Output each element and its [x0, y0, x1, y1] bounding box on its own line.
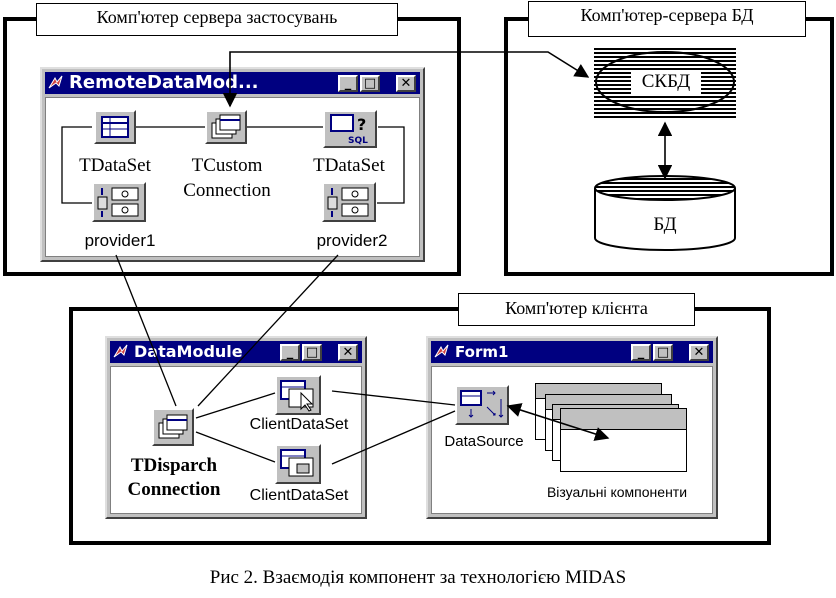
client-dataset-component-2[interactable]: [275, 444, 321, 484]
connection-stack-icon: [211, 114, 241, 139]
minimize-button[interactable]: _: [280, 344, 300, 361]
dbms-label: СКБД: [631, 70, 701, 94]
maximize-button[interactable]: □: [653, 344, 673, 361]
db-label: БД: [653, 214, 677, 235]
provider2-label: provider2: [316, 231, 388, 250]
datasource-label: DataSource: [444, 433, 524, 450]
client-dataset-icon: [280, 449, 314, 477]
svg-text:?: ?: [357, 115, 366, 134]
database-cylinder-icon: [594, 175, 736, 251]
tdataset-label-1: TDataSet: [79, 155, 151, 176]
svg-text:SQL: SQL: [348, 136, 368, 146]
tdispatch-connection-component[interactable]: [152, 408, 194, 446]
datasource-component[interactable]: [455, 385, 509, 425]
dataset-grid-icon: [101, 116, 129, 138]
provider1-component[interactable]: [92, 182, 146, 222]
remote-module-title: RemoteDataMod...: [69, 72, 259, 93]
tdataset-component-1[interactable]: [94, 110, 136, 144]
provider-icon: [97, 187, 139, 217]
delphi-app-icon: [113, 344, 128, 358]
data-module-titlebar[interactable]: DataModule _ □ ✕: [110, 341, 362, 363]
app-server-label: Комп'ютер сервера застосувань: [36, 3, 398, 36]
client-dataset-label-2: ClientDataSet: [249, 487, 349, 504]
figure-caption: Рис 2. Взаємодія компонент за технологіє…: [209, 567, 627, 588]
provider2-component[interactable]: [322, 182, 376, 222]
delphi-app-icon: [434, 344, 449, 358]
close-button[interactable]: ✕: [338, 344, 358, 361]
client-dataset-label-1: ClientDataSet: [249, 416, 349, 433]
minimize-button[interactable]: _: [631, 344, 651, 361]
tcustom-label: TCustom: [191, 155, 263, 176]
form1-titlebar[interactable]: Form1 _ □ ✕: [431, 341, 713, 363]
client-dataset-component-1[interactable]: [275, 375, 321, 415]
data-module-title: DataModule: [134, 342, 243, 361]
close-button[interactable]: ✕: [689, 344, 709, 361]
connection-stack-icon: [158, 414, 188, 439]
connection-label: Connection: [183, 180, 271, 201]
tdispatch-label-2: Connection: [127, 479, 221, 500]
delphi-app-icon: [48, 75, 63, 89]
maximize-button[interactable]: □: [360, 75, 380, 92]
tdispatch-label-1: TDisparch: [130, 455, 218, 476]
tcustom-connection-component[interactable]: [205, 110, 247, 144]
tdataset-sql-component[interactable]: ? SQL: [323, 110, 377, 148]
close-button[interactable]: ✕: [396, 75, 416, 92]
provider1-label: provider1: [84, 231, 156, 250]
provider-icon: [327, 187, 369, 217]
maximize-button[interactable]: □: [302, 344, 322, 361]
sql-query-icon: ? SQL: [330, 114, 368, 146]
client-dataset-icon: [280, 380, 314, 412]
remote-module-titlebar[interactable]: RemoteDataMod... _ □ ✕: [45, 72, 420, 94]
client-label: Комп'ютер клієнта: [458, 293, 695, 326]
tdataset-label-2: TDataSet: [313, 155, 385, 176]
db-server-label: Комп'ютер-сервера БД: [528, 1, 806, 37]
visual-component-panel-4[interactable]: [560, 408, 687, 472]
minimize-button[interactable]: _: [338, 75, 358, 92]
form1-title: Form1: [455, 343, 509, 361]
visual-components-label: Візуальні компоненти: [546, 484, 688, 500]
datasource-icon: [460, 390, 504, 418]
